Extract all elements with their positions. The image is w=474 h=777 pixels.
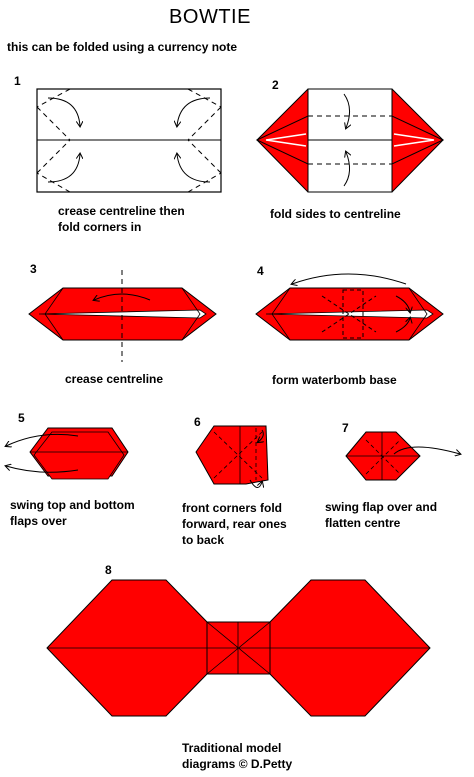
step-1-diagram — [36, 88, 222, 193]
step-2-diagram — [255, 88, 445, 193]
page-subtitle: this can be folded using a currency note — [7, 40, 238, 54]
step-2-number: 2 — [272, 78, 279, 92]
step-5-caption: swing top and bottom flaps over — [10, 498, 135, 528]
step-5-number: 5 — [18, 411, 25, 425]
step-2-caption: fold sides to centreline — [270, 207, 401, 221]
step-6-number: 6 — [194, 415, 201, 429]
step-3-caption: crease centreline — [65, 372, 164, 386]
step-1-number: 1 — [14, 74, 21, 88]
credit-text: Traditional model diagrams © D.Petty — [182, 741, 293, 771]
step-4-number: 4 — [257, 264, 264, 278]
step-6-diagram — [195, 425, 269, 488]
page-title: BOWTIE — [169, 6, 251, 28]
corner-fold-arrows — [47, 97, 211, 183]
step-3-number: 3 — [30, 262, 37, 276]
step-4-caption: form waterbomb base — [272, 373, 397, 387]
step-6-caption: front corners fold forward, rear ones to… — [182, 501, 287, 547]
step-7-diagram — [345, 431, 460, 481]
step-8-number: 8 — [105, 563, 112, 577]
step-3-diagram — [28, 270, 217, 362]
step-8-diagram — [46, 579, 431, 717]
step-4-diagram — [255, 273, 444, 341]
step-1-caption: crease centreline then fold corners in — [58, 204, 185, 234]
step-7-caption: swing flap over and flatten centre — [325, 500, 438, 530]
step-5-diagram — [6, 427, 129, 480]
step-7-number: 7 — [342, 421, 349, 435]
